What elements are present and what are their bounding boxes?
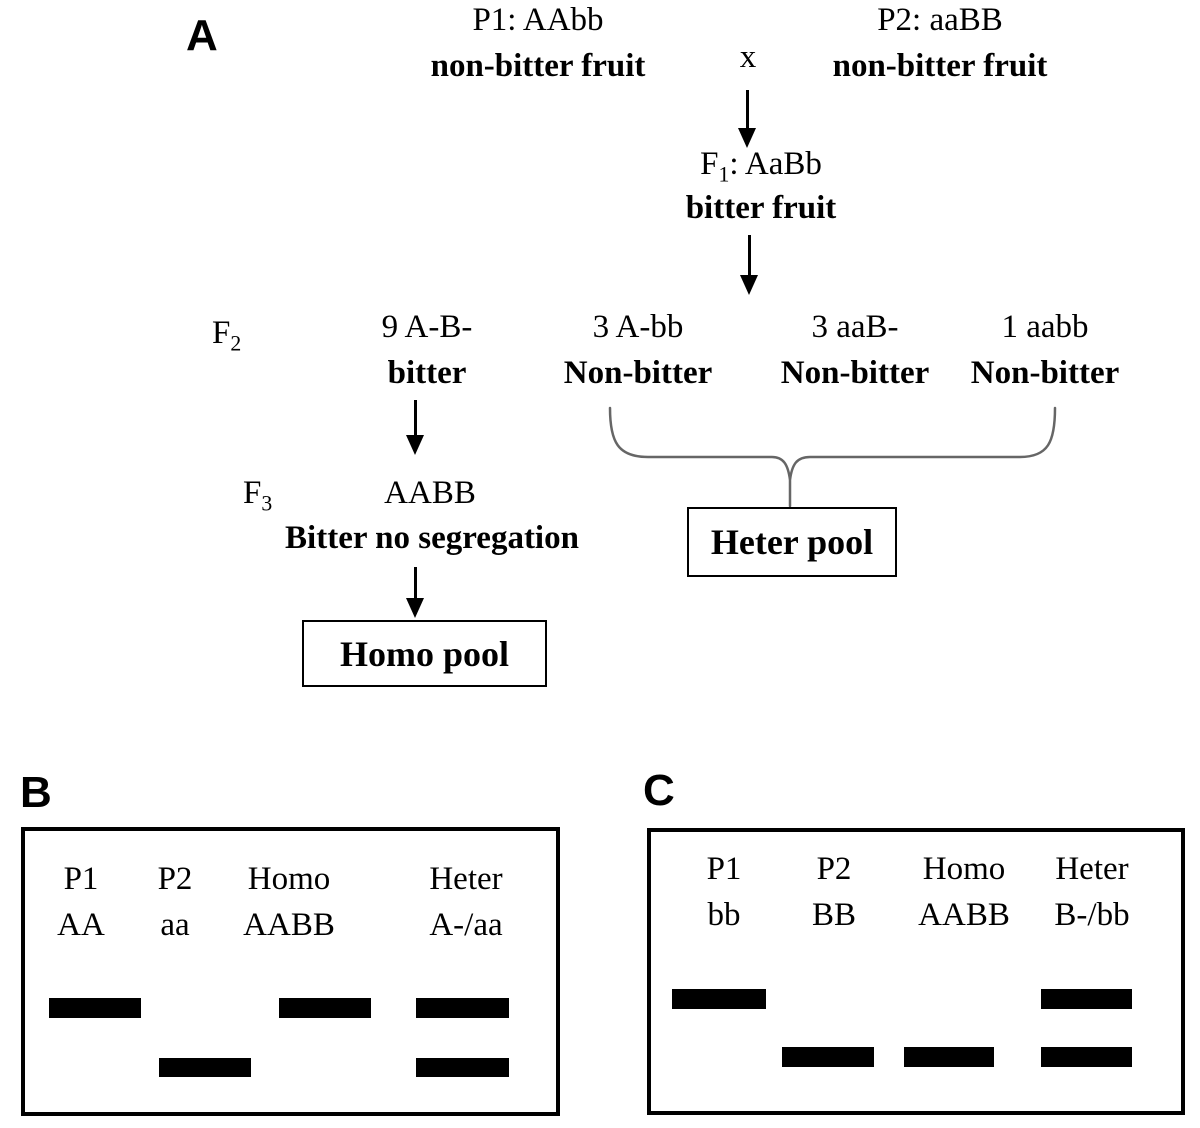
p1-genotype: P1: AAbb [472,2,604,38]
homo-pool-box: Homo pool [302,620,547,687]
lane-name: P2 [157,861,193,897]
gel-panel-b: P1 AA P2 aa Homo AABB Heter A-/aa [21,827,560,1116]
gel-band-lower [159,1058,251,1077]
f2-class-phenotype: Non-bitter [780,355,930,391]
lane-name: P1 [63,861,99,897]
f3-genotype: AABB [384,475,476,511]
lane-label-p1: P1 AA [21,856,141,948]
lane-genotype: bb [707,897,741,933]
gel-lane-heter [416,831,509,1112]
p2-column: P2: aaBB non-bitter fruit [790,0,1090,89]
gel-band-lower [782,1047,874,1067]
f2-class-genotype: 3 aaB- [811,309,899,345]
f3-label: F3 [243,475,273,516]
lane-name: Homo [247,861,331,897]
panel-b-label: B [20,768,52,817]
f2-class-2: 3 A-bb Non-bitter [538,304,738,396]
f2-class-phenotype: Non-bitter [970,355,1120,391]
lane-name: P1 [706,851,742,887]
f2-class-genotype: 3 A-bb [592,309,684,345]
panel-a-label: A [186,11,218,60]
arrow-head [740,275,758,295]
lane-label-homo: Homo AABB [229,856,349,948]
panel-c-label: C [643,766,675,815]
f2-class-3: 3 aaB- Non-bitter [755,304,955,396]
gel-lane-homo [279,831,371,1112]
gel-band-lower [1041,1047,1132,1067]
gel-band-upper [49,998,141,1018]
lane-name: P2 [816,851,852,887]
p1-column: P1: AAbb non-bitter fruit [388,0,688,89]
gel-lane-heter [1041,832,1132,1111]
lane-name: Homo [922,851,1006,887]
gel-lane-p2 [782,832,874,1111]
arrow-head [406,435,424,455]
gel-lane-p2 [159,831,251,1112]
gel-band-upper [1041,989,1132,1009]
lane-label-p2: P2 aa [115,856,235,948]
lane-name: Heter [429,861,503,897]
heter-pool-box: Heter pool [687,507,897,577]
lane-genotype: B-/bb [1054,897,1130,933]
gel-lane-homo [904,832,994,1111]
cross-symbol: x [739,39,757,75]
f1-column: F1: AaBb bitter fruit [611,142,911,230]
gel-band-upper [672,989,766,1009]
lane-name: Heter [1055,851,1129,887]
f2-class-4: 1 aabb Non-bitter [945,304,1145,396]
f3-phenotype: Bitter no segregation [285,520,579,556]
lane-genotype: AA [57,907,105,943]
lane-label-heter: Heter A-/aa [406,856,526,948]
gel-band-upper [416,998,509,1018]
gel-lane-p1 [672,832,766,1111]
lane-genotype: A-/aa [429,907,503,943]
gel-band-lower [416,1058,509,1077]
gel-panel-c: P1 bb P2 BB Homo AABB Heter B-/bb [647,828,1185,1115]
lane-label-homo: Homo AABB [904,846,1024,938]
brace [608,406,1057,508]
homo-pool-label: Homo pool [339,633,509,674]
f2-class-phenotype: bitter [387,355,467,391]
lane-genotype: AABB [918,897,1010,933]
arrow-head [738,128,756,148]
f2-class-phenotype: Non-bitter [563,355,713,391]
p1-phenotype: non-bitter fruit [430,48,646,84]
f2-label: F2 [212,315,242,356]
heter-pool-label: Heter pool [710,522,874,562]
arrow-head [406,598,424,618]
lane-genotype: AABB [243,907,335,943]
f2-class-1: 9 A-B- bitter [327,304,527,396]
p2-genotype: P2: aaBB [877,2,1003,38]
lane-label-p1: P1 bb [664,846,784,938]
lane-label-heter: Heter B-/bb [1032,846,1152,938]
arrow-shaft [413,400,417,435]
arrow-shaft [747,235,751,275]
p2-phenotype: non-bitter fruit [832,48,1048,84]
f1-genotype: F1: AaBb [700,146,822,187]
gel-lane-p1 [49,831,141,1112]
lane-label-p2: P2 BB [774,846,894,938]
f2-class-genotype: 9 A-B- [381,309,473,345]
f1-phenotype: bitter fruit [685,190,837,226]
arrow-shaft [413,567,417,598]
gel-band-upper [279,998,371,1018]
lane-genotype: aa [160,907,190,943]
arrow-shaft [745,90,749,128]
f2-class-genotype: 1 aabb [1001,309,1089,345]
lane-genotype: BB [811,897,857,933]
gel-band-lower [904,1047,994,1067]
